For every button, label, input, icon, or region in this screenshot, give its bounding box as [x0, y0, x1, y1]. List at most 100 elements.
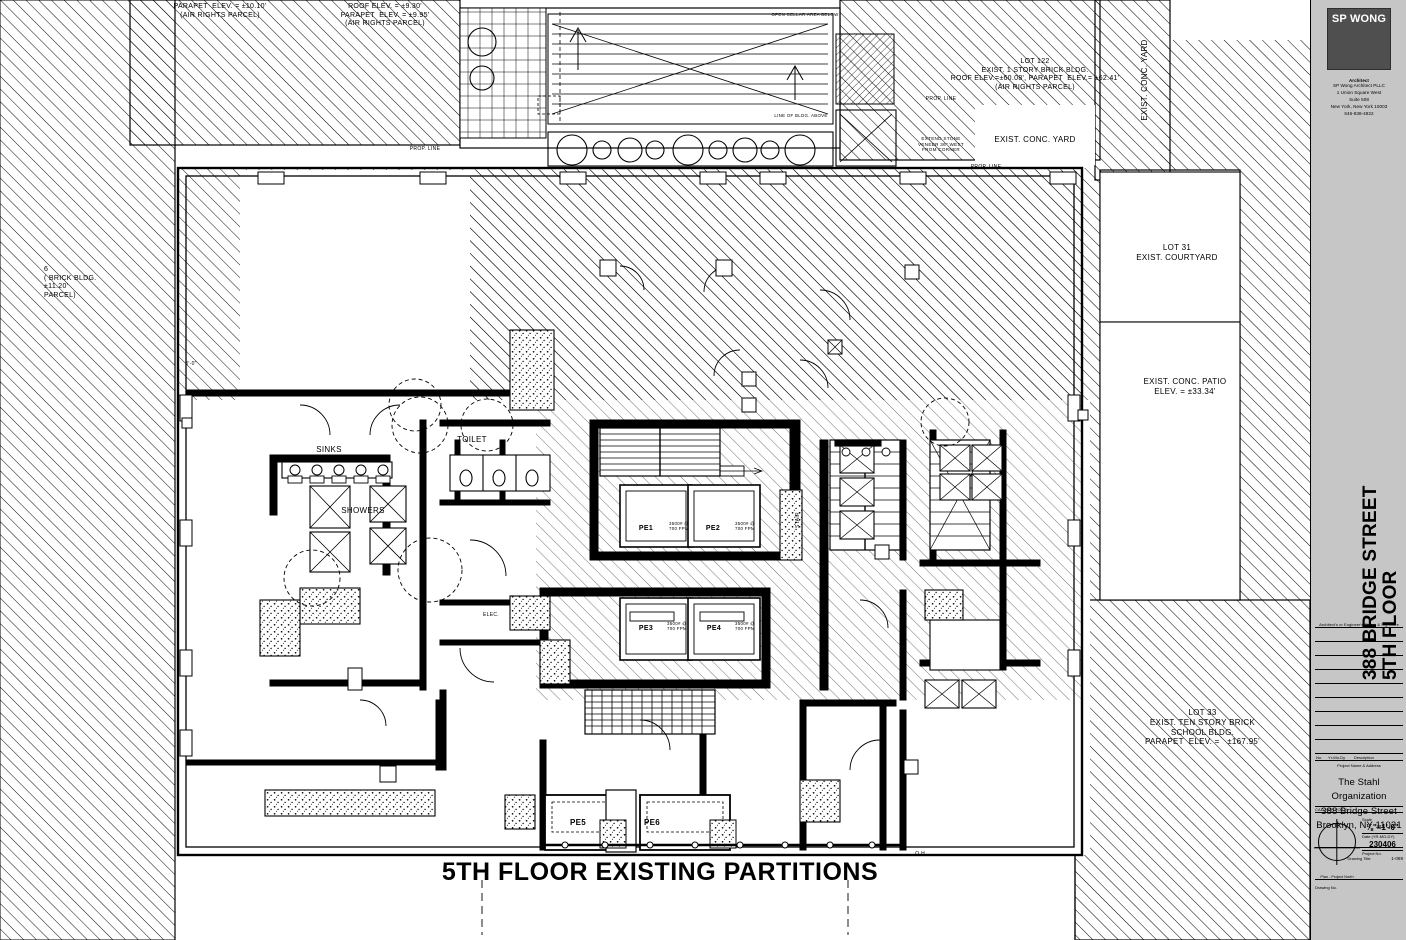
top-yard-area [459, 7, 897, 167]
revision-table-header: No. Yr-Mo-Dy Description [1315, 754, 1403, 760]
plan-label-pe2: PE2 [705, 525, 721, 532]
plan-label-showers: SHOWERS [341, 506, 385, 515]
plan-label-topleft-a: PARAPET ELEV. = ±10.10' (AIR RIGHTS PARC… [173, 3, 267, 19]
project-name-line-2: Brooklyn, NY 11021 [1316, 819, 1402, 831]
architect-head: Architect [1349, 78, 1369, 83]
cad-job-label: CAD NOR JOB # [1315, 807, 1347, 812]
door-swings [299, 265, 889, 771]
misc-details [181, 259, 1089, 783]
divider [1315, 641, 1403, 642]
divider [1362, 833, 1403, 834]
plan-label-top-note-2: LINE OF BLDG. ABOVE [774, 113, 828, 118]
divider [1315, 627, 1403, 628]
plan-label-topleft-b: ROOF ELEV. = ±9.30' PARAPET ELEV. = ±9.9… [340, 3, 430, 28]
project-no-head: Project No. [1362, 851, 1382, 856]
architect-info: Architect SP Wong Architect PLLC 1 Union… [1315, 78, 1403, 117]
firm-logo: SP WONG [1327, 8, 1391, 70]
sink-row [281, 461, 393, 484]
plan-label-left-parcel: 6 ( BRICK BLDG. ±11.20' PARCEL) [44, 266, 97, 299]
firm-logo-text: SP WONG [1331, 13, 1387, 25]
rev-col-no: No. [1316, 755, 1323, 760]
plan-label-stair-note: STAIR [795, 512, 801, 528]
plan-label-dim-left: 3'-0" [185, 361, 197, 367]
plan-label-pe4-cap: 3500# @ 700 FPM [735, 621, 755, 632]
divider [1315, 753, 1403, 754]
stamp-and-revisions: Architect's or Engineer's Stamp & Signat… [1315, 622, 1403, 861]
plan-label-yard-vertical: EXIST. CONC. YARD [1140, 39, 1149, 121]
divider [1315, 760, 1403, 761]
stair-lower [584, 689, 716, 735]
divider [1315, 669, 1403, 670]
plan-label-lot31: LOT 31 EXIST. COURTYARD [1136, 243, 1218, 262]
elevator-bank-lower [619, 597, 761, 661]
plan-label-patio: EXIST. CONC. PATIO ELEV. = ±33.34' [1143, 377, 1227, 396]
plan-label-lot33: LOT 33 EXIST. TEN STORY BRICK SCHOOL BLD… [1144, 708, 1261, 747]
section-lines [481, 880, 849, 935]
plan-label-pe1-cap: 3500# @ 700 FPM [669, 521, 689, 532]
rev-col-date: Yr-Mo-Dy [1328, 755, 1346, 760]
facade-windows [179, 171, 1081, 757]
plan-label-pe3: PE3 [638, 625, 654, 632]
stamp-head: Architect's or Engineer's Stamp & Signat… [1319, 622, 1399, 627]
plan-label-oh-note: O.H. [915, 851, 927, 857]
rev-col-desc: Description [1353, 755, 1374, 760]
project-head: Project Name & Address [1337, 763, 1381, 768]
dashed-circles [283, 378, 970, 607]
divider [1315, 879, 1403, 880]
divider [1315, 739, 1403, 740]
open-areas [975, 105, 1241, 601]
plan-label-prop-line-1: PROP. LINE [409, 146, 441, 152]
drawing-title-head: Drawing Title [1347, 856, 1371, 861]
divider [1315, 725, 1403, 726]
divider [1315, 711, 1403, 712]
plan-label-yard-right: EXIST. CONC. YARD [994, 135, 1076, 144]
plan-label-extend-note: EXTEND STONE VENEER 36" WEST FROM CORNER [918, 136, 964, 153]
north-arrow-icon: Plan - Project North [1314, 817, 1360, 879]
roof-equipment [467, 27, 816, 166]
divider [1315, 697, 1403, 698]
divider [1315, 806, 1403, 807]
architect-line-0: SP Wong Architect PLLC [1333, 83, 1385, 88]
plan-label-prop-line-2: PROP. LINE [925, 96, 957, 102]
architect-line-3: New York, New York 10003 [1330, 103, 1388, 109]
divider [1362, 850, 1403, 851]
date-value: 230406 [1369, 840, 1396, 849]
date-head: Date (YR-MO-DY) [1362, 834, 1395, 839]
plan-label-pe5: PE5 [569, 818, 587, 827]
plan-label-pe1: PE1 [638, 525, 654, 532]
plan-label-lot122: LOT 122 EXIST. 1 STORY BRICK BLDG. ROOF … [950, 58, 1120, 91]
plan-title: 5TH FLOOR EXISTING PARTITIONS [441, 858, 879, 886]
plan-label-pe2-cap: 3500# @ 700 FPM [735, 521, 755, 532]
bottom-curtainwall [545, 841, 905, 849]
divider [1315, 655, 1403, 656]
architect-line-2: Suite 508 [1349, 96, 1369, 102]
project-name-line-0: The Stahl Organization [1331, 777, 1387, 803]
plan-label-prop-line-3: PROP. LINE [970, 164, 1002, 170]
plan-label-elec-note: ELEC. [483, 612, 499, 618]
elevator-bank-upper [614, 465, 764, 548]
floor-plan-svg [0, 0, 1310, 940]
scale-head: Scale [1362, 817, 1373, 822]
elevator-bank-bottom [544, 789, 737, 853]
plan-label-top-note: OPEN CELLAR AREA BELOW [771, 12, 839, 17]
plan-label-pe3-cap: 3500# @ 700 FPM [667, 621, 687, 632]
drawing-no-head: Drawing No. [1315, 885, 1338, 890]
architect-line-4: 646-838-4822 [1344, 110, 1374, 116]
title-block: SP WONG Architect SP Wong Architect PLLC… [1310, 0, 1406, 940]
architect-line-1: 1 Union Square West [1336, 89, 1382, 95]
plan-label-pe6: PE6 [643, 818, 661, 827]
project-vertical-title: 388 BRIDGE STREET 5TH FLOOR [1360, 485, 1402, 680]
divider [1315, 812, 1403, 813]
lower-title-block: CAD NOR JOB # Plan - Project North Scale… [1314, 806, 1403, 940]
floor-plan-drawing: LOT 122 EXIST. 1 STORY BRICK BLDG. ROOF … [0, 0, 1310, 940]
right-fixtures [834, 439, 1003, 709]
scale-value: ⅛"=1'-0" [1366, 823, 1399, 832]
project-name-address: The Stahl Organization 388 Bridge Street… [1315, 776, 1403, 833]
shower-stalls [309, 485, 407, 573]
divider [1315, 683, 1403, 684]
plan-label-toilet: TOILET [457, 435, 487, 444]
project-name-line-1: 388 Bridge Street [1321, 805, 1397, 817]
plan-label-pe4: PE4 [706, 625, 722, 632]
project-no-value: 1-089 [1391, 856, 1403, 861]
